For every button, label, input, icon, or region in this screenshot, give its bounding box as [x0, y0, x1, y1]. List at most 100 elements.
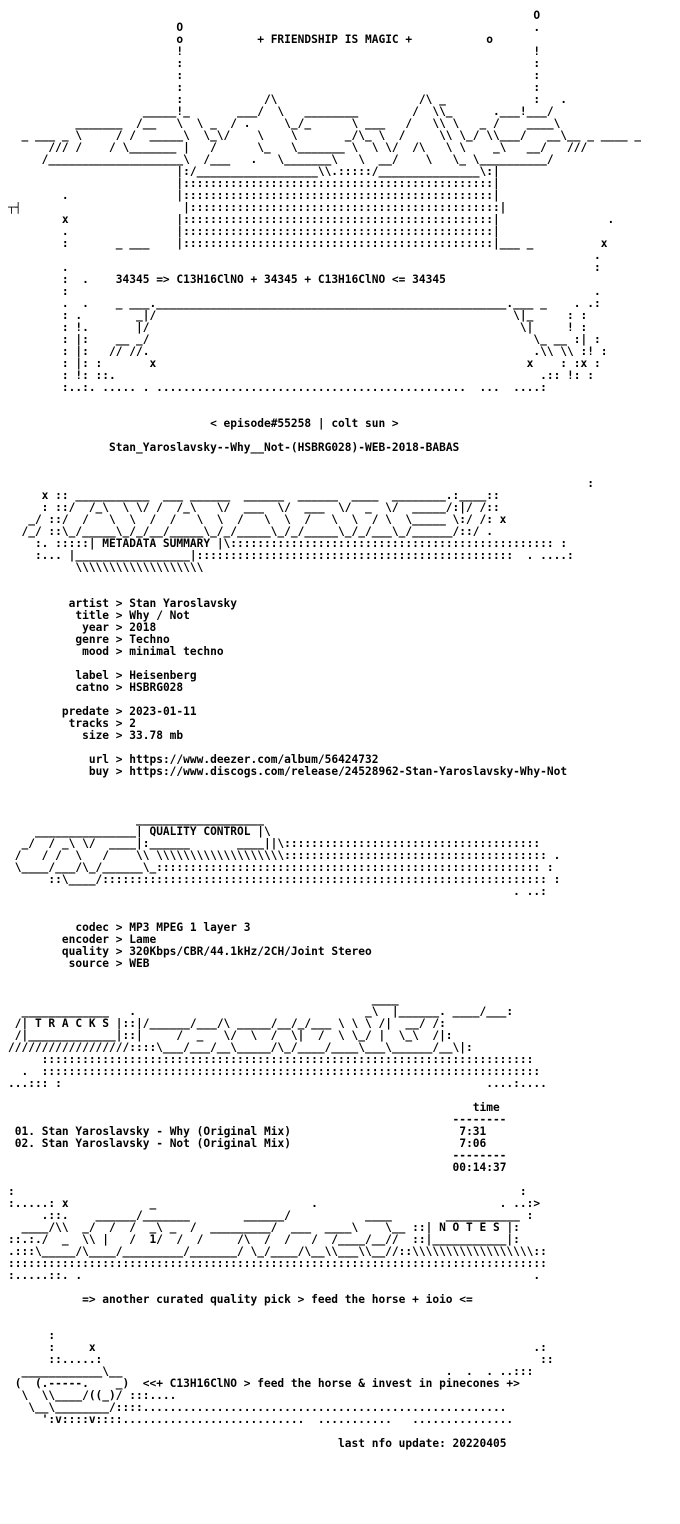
- art-line: \ \\____/((_)/ :::....: [8, 1390, 177, 1402]
- art-line: [8, 1090, 641, 1102]
- art-line: O: [8, 10, 541, 22]
- art-line: [8, 466, 641, 478]
- art-line: --------: [8, 1114, 507, 1126]
- buy-label: buy: [88, 766, 110, 778]
- art-line: [8, 454, 641, 466]
- time-header: time: [472, 1102, 500, 1114]
- art-line: < episode#55258 | colt sun >: [8, 418, 641, 430]
- art-line: [8, 1306, 641, 1318]
- track-number: 02.: [14, 1138, 35, 1150]
- footer-formula: <<+ C13H16ClNO > feed the horse & invest…: [142, 1378, 520, 1390]
- art-line: [8, 1426, 641, 1438]
- art-line: [8, 586, 641, 598]
- quality-section-title: QUALITY CONTROL: [149, 826, 251, 838]
- notes-text: => another curated quality pick > feed t…: [82, 1294, 473, 1306]
- art-line: : !: ::. .:: !: :: [8, 370, 594, 382]
- art-line: 00:14:37: [8, 1162, 641, 1174]
- art-line: :..:. ..... . ..........................…: [8, 382, 547, 394]
- art-line: ::::::::::::::::::::::::::::::::::::::::…: [8, 1258, 547, 1270]
- meta-row: title > Why / Not: [75, 610, 190, 622]
- art-line: \__\________/::::.......................…: [8, 1402, 507, 1414]
- track-title: Stan Yaroslavsky - Why (Original Mix): [41, 1126, 291, 1138]
- mood-label: mood: [82, 646, 110, 658]
- art-line: [8, 898, 641, 910]
- quality-row: source > WEB: [68, 958, 150, 970]
- notes-section-title: N O T E S: [439, 1222, 500, 1234]
- source-label: source: [68, 958, 110, 970]
- year-label: year: [82, 622, 110, 634]
- art-line: o + FRIENDSHIP IS MAGIC + o: [8, 34, 493, 46]
- genre-label: genre: [75, 634, 110, 646]
- codec-label: codec: [75, 922, 110, 934]
- art-line: [8, 1318, 641, 1330]
- art-line: :... |_________________|::::::::::::::::…: [8, 550, 574, 562]
- art-line: [8, 790, 641, 802]
- art-line: time: [8, 1102, 641, 1114]
- art-line: ::.:./ _ \\ | / 1/ / / /\ / / / /____/__…: [8, 1234, 520, 1246]
- art-line: _____!_ ___/ \ ________ / \\_ .___!___/: [8, 106, 554, 118]
- art-line: . ::::::::::::::::::::::::::::::::::::::…: [8, 1066, 541, 1078]
- last-update-text: last nfo update: 20220405: [338, 1438, 507, 1450]
- art-line: /// / / \_______ | / \_ \_______ \ \ \/ …: [8, 142, 588, 154]
- art-line: \____/___/\_/______\_:::::::::::::::::::…: [8, 862, 554, 874]
- quality-row: encoder > Lame: [61, 934, 157, 946]
- art-line: ...::: : ....:....: [8, 1078, 547, 1090]
- art-line: /|_____________|::| / _ \/ \ / \| / \ \_…: [8, 1030, 453, 1042]
- art-line: . |:::::::::::::::::::::::::::::::::::::…: [8, 226, 500, 238]
- mood-value: minimal techno: [129, 646, 224, 658]
- art-line: [8, 430, 641, 442]
- art-line: .: [8, 250, 601, 262]
- url-link[interactable]: https://www.deezer.com/album/56424732: [129, 754, 379, 766]
- art-line: [8, 982, 641, 994]
- quality-value: 320Kbps/CBR/44.1kHz/2CH/Joint Stereo: [129, 946, 372, 958]
- meta-row: artist > Stan Yaroslavsky: [68, 598, 238, 610]
- label-value: Heisenberg: [129, 670, 197, 682]
- art-line: --------: [8, 1150, 507, 1162]
- meta-row: [8, 658, 641, 670]
- formula-text: 34345 => C13H16ClNO + 34345 + C13H16ClNO…: [115, 274, 446, 286]
- art-line: [8, 910, 641, 922]
- art-line: : :: [8, 1186, 527, 1198]
- metadata-section-title: METADATA SUMMARY: [102, 538, 211, 550]
- art-line: /| T R A C K S |::|/______/___/\ _____/_…: [8, 1018, 446, 1030]
- art-line: :.....::. . .: [8, 1270, 541, 1282]
- art-line: |:/__________________\\.:::::/__________…: [8, 166, 500, 178]
- art-line: .:::\_____/\____/_________/_______/ \_/_…: [8, 1246, 547, 1258]
- track-time: 7:06: [459, 1138, 487, 1150]
- art-line: _/ ::/ / \ \ / / \ \ / \ \ / \ \ / \ \__…: [8, 514, 507, 526]
- track-number: 01.: [14, 1126, 35, 1138]
- art-line: [8, 778, 641, 790]
- art-line: _______ /__ \ \ _ / . \_/_ \ ___ / \\ \ …: [8, 118, 561, 130]
- track-title: Stan Yaroslavsky - Not (Original Mix): [41, 1138, 291, 1150]
- art-line: _/ / _\ \/ ____|:______ ____||\:::::::::…: [8, 838, 541, 850]
- art-line: \\\\\\\\\\\\\\\\\\\: [8, 562, 204, 574]
- meta-row: url > https://www.deezer.com/album/56424…: [88, 754, 379, 766]
- art-line: x |:::::::::::::::::::::::::::::::::::::…: [8, 214, 615, 226]
- buy-link[interactable]: https://www.discogs.com/release/24528962…: [129, 766, 568, 778]
- encoder-value: Lame: [129, 934, 157, 946]
- art-line: . :: [8, 262, 601, 274]
- art-line: ':v::::v::::........................... …: [8, 1414, 514, 1426]
- meta-row: genre > Techno: [75, 634, 170, 646]
- greeting-text: + FRIENDSHIP IS MAGIC +: [257, 34, 413, 46]
- art-line: : |: __ _/ \_ __ :| :: [8, 334, 601, 346]
- art-line: ::.....: ::: [8, 1354, 554, 1366]
- meta-row: [8, 694, 641, 706]
- art-line: ____________\__ . . . ..:::: [8, 1366, 534, 1378]
- art-line: [8, 406, 641, 418]
- art-line: |:::::::::::::::::::::::::::::::::::::::…: [8, 178, 500, 190]
- meta-row: catno > HSBRG028: [75, 682, 184, 694]
- art-line: [8, 394, 641, 406]
- quality-row: quality > 320Kbps/CBR/44.1kHz/2CH/Joint …: [61, 946, 372, 958]
- meta-row: [8, 742, 641, 754]
- art-line: [8, 574, 641, 586]
- art-line: :. :::::| METADATA SUMMARY |\:::::::::::…: [8, 538, 568, 550]
- catno-value: HSBRG028: [129, 682, 184, 694]
- art-line: : ::/ /_\ \ \/ / /_\ \/ ___ \/ ___ \/ _ …: [8, 502, 500, 514]
- art-line: ____/\\ _/ / / _\ _ / _________/ ___ ___…: [8, 1222, 520, 1234]
- tracks-value: 2: [129, 718, 137, 730]
- art-line: last nfo update: 20220405: [8, 1438, 641, 1450]
- art-line: [8, 970, 641, 982]
- track-row: 01. Stan Yaroslavsky - Why (Original Mix…: [8, 1126, 641, 1138]
- art-line: : . _|/ \|_ : :: [8, 310, 588, 322]
